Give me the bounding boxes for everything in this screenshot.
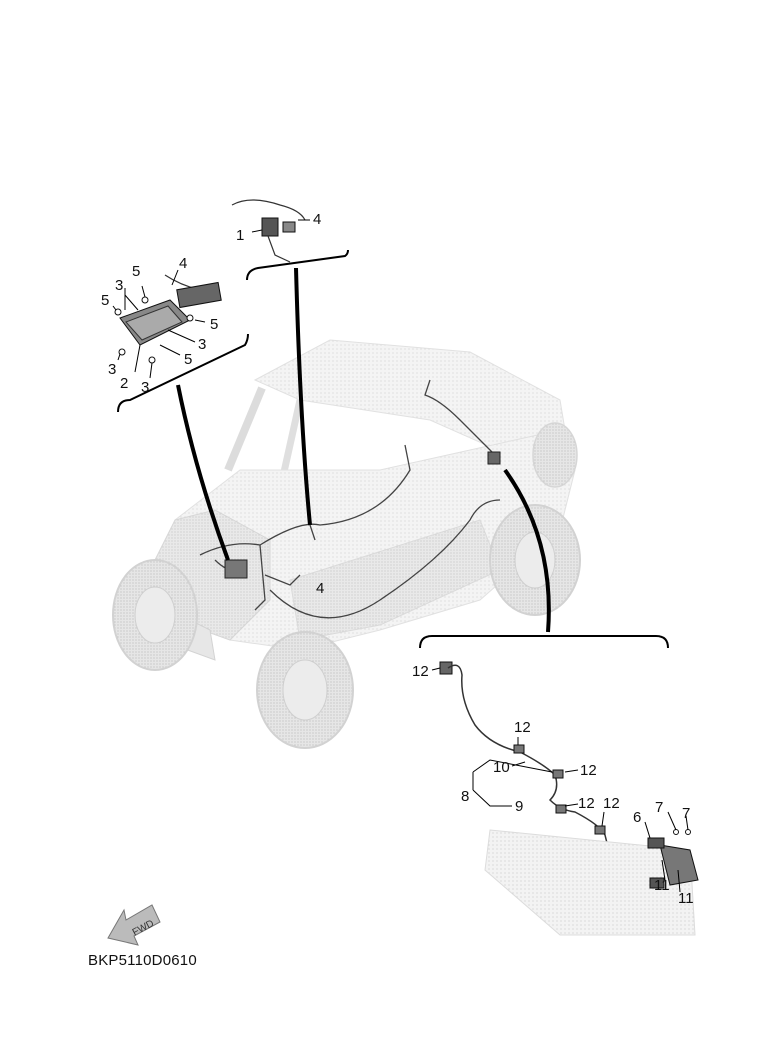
vehicle-body (149, 339, 576, 661)
callout-12-e: 12 (603, 795, 620, 812)
detail-ecu-assembly (112, 269, 222, 379)
wheel-front-left (112, 559, 198, 671)
ecu-on-vehicle (224, 559, 248, 579)
wheels (112, 422, 581, 749)
vehicle-wire-harness (199, 379, 501, 619)
diagram-code: BKP5110D0610 (88, 952, 197, 969)
callout-5-b: 5 (101, 292, 109, 309)
callout-12-c: 12 (580, 762, 597, 779)
callout-12-d: 12 (578, 795, 595, 812)
callout-3-d: 3 (141, 379, 149, 396)
callout-9: 9 (515, 798, 523, 815)
bracket-top-detail (246, 249, 349, 281)
callout-3-a: 3 (115, 277, 123, 294)
callout-4-left: 4 (179, 255, 187, 272)
callout-6: 6 (633, 809, 641, 826)
callout-11-b: 11 (678, 890, 694, 907)
callout-7-b: 7 (682, 805, 690, 822)
wheel-front-right (256, 631, 354, 749)
callout-5-d: 5 (184, 351, 192, 368)
callout-10: 10 (493, 759, 510, 776)
detail-brackets (117, 249, 669, 649)
callout-5-c: 5 (210, 316, 218, 333)
fwd-arrow-icon: FWD (107, 904, 161, 946)
callout-5-a: 5 (132, 263, 140, 280)
detail-rear-harness (431, 661, 699, 936)
callout-12-a: 12 (412, 663, 429, 680)
callout-4-top: 4 (313, 211, 321, 228)
bracket-bottom-detail (419, 635, 669, 649)
callout-2: 2 (120, 375, 128, 392)
leader-lines (176, 267, 551, 633)
callout-12-b: 12 (514, 719, 531, 736)
callout-7-a: 7 (655, 799, 663, 816)
rear-connector-on-vehicle (487, 451, 501, 465)
callout-3-b: 3 (198, 336, 206, 353)
wheel-rear-left (532, 422, 578, 488)
callout-3-c: 3 (108, 361, 116, 378)
callout-labels: 1 4 4 5 3 5 5 3 5 3 2 3 4 12 12 10 12 8 … (101, 211, 694, 907)
bracket-left-detail (117, 333, 249, 413)
callout-4-vehicle: 4 (316, 580, 324, 597)
callout-11-a: 11 (654, 877, 670, 894)
callout-8: 8 (461, 788, 469, 805)
callout-1: 1 (236, 227, 244, 244)
detail-top-sensor (231, 199, 310, 263)
